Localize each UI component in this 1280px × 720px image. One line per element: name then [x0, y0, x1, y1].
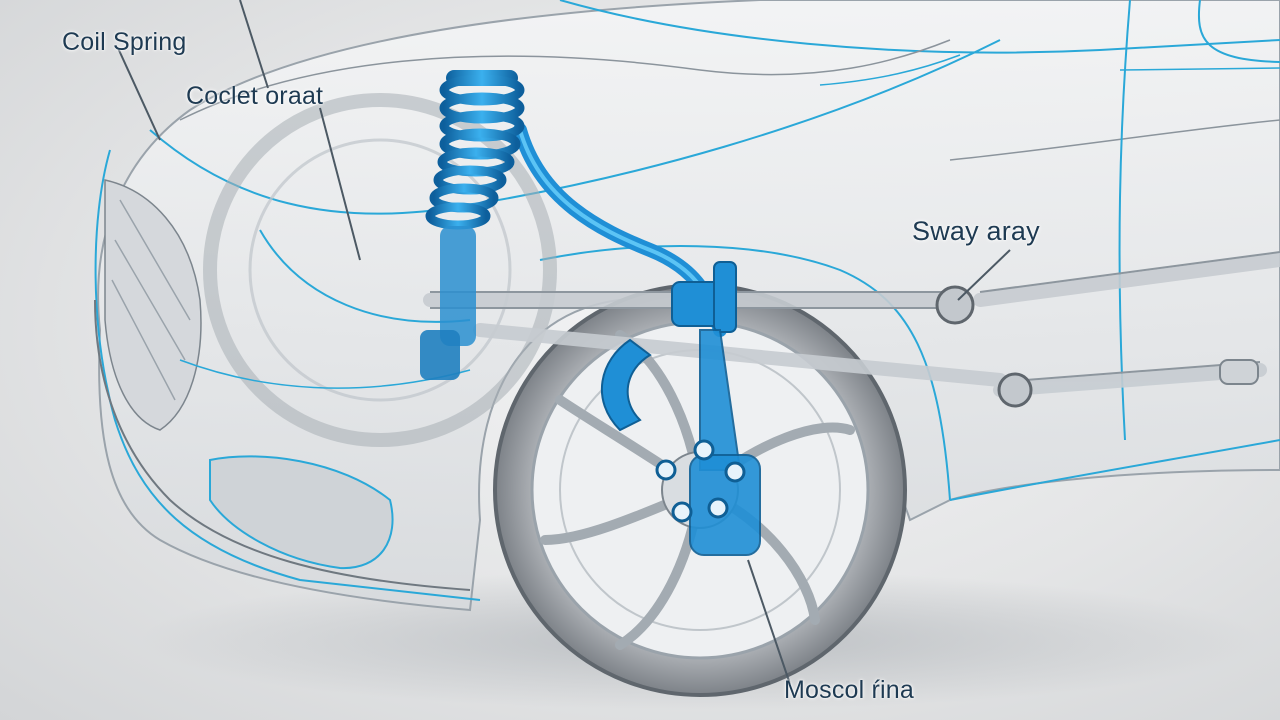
hub-bolts [655, 439, 746, 523]
coclet-oraat-label: Coclet oraat [186, 82, 324, 110]
coil-spring-label: Coil Spring [62, 28, 187, 56]
coil-spring-part [420, 70, 525, 380]
sway-aray-label: Sway aray [912, 216, 1040, 246]
inner-brake-disc [203, 93, 557, 447]
fog-lamp [209, 455, 394, 570]
front-bumper [94, 149, 481, 601]
sway-bar-link [935, 285, 975, 325]
leader-lines [117, 0, 1011, 685]
moscol-rina-label: Moscol ŕina [784, 676, 915, 704]
